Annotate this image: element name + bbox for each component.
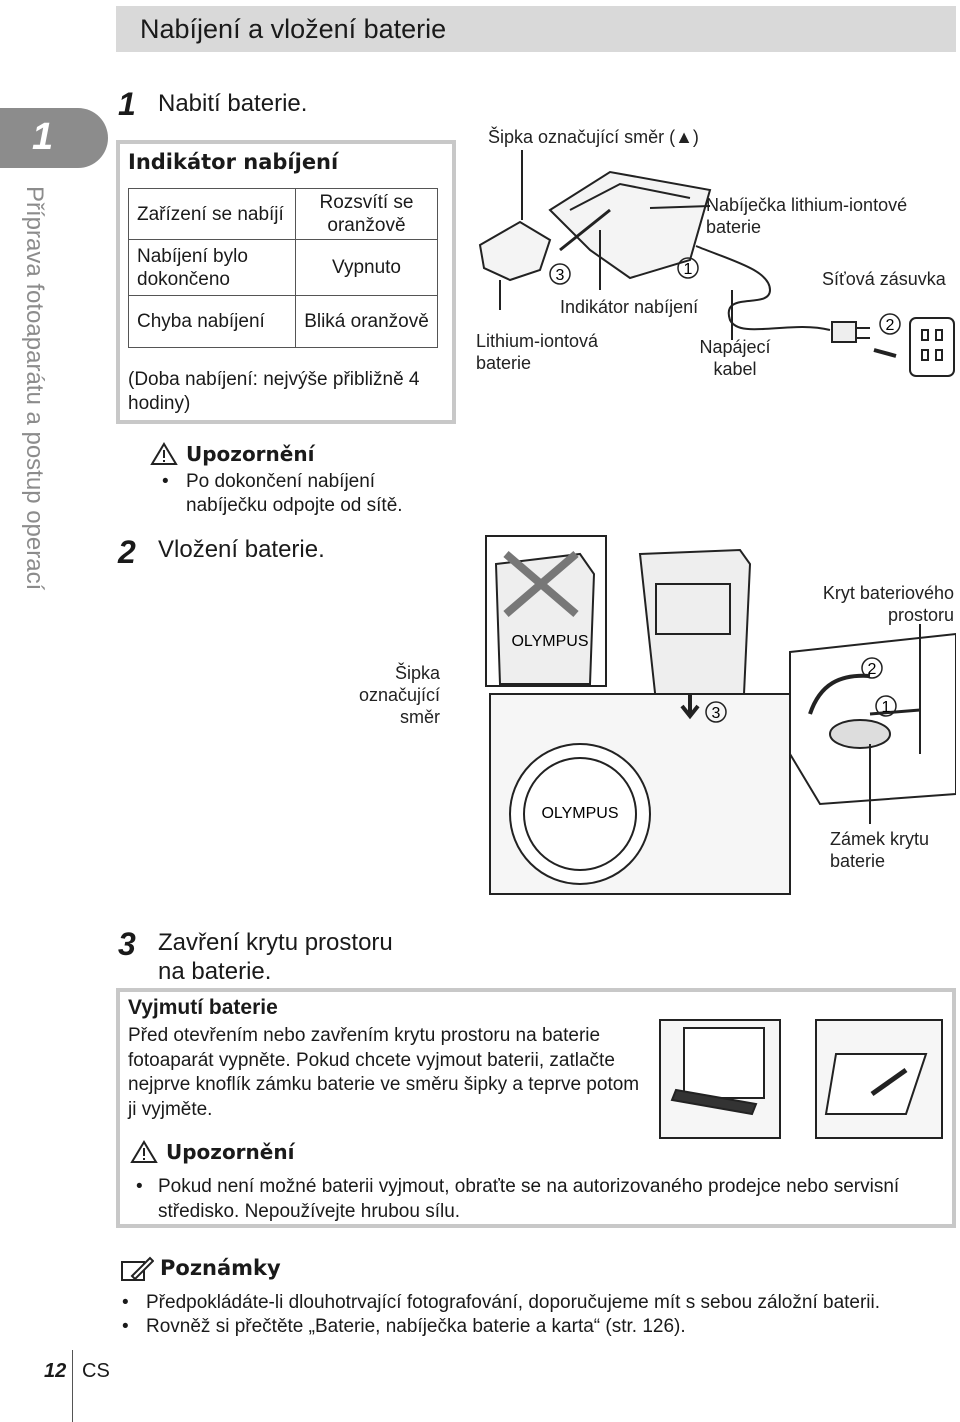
charger-diagram: 3 1 2: [478, 150, 955, 377]
page-language: CS: [82, 1360, 110, 1382]
chapter-side-title-text: Příprava fotoaparátu a postup operací: [21, 186, 48, 591]
removal-text: Před otevřením nebo zavřením krytu prost…: [128, 1025, 640, 1120]
cover-label: Kryt bateriového prostoru: [822, 583, 954, 625]
bullet-dot: •: [136, 1176, 143, 1197]
indicator-box: [116, 140, 456, 424]
brand-logo-text: OLYMPUS: [511, 633, 588, 650]
circle-2-label: 2: [886, 317, 895, 334]
charging-time-note: (Doba nabíjení: nejvýše přibližně 4 hodi…: [128, 369, 420, 414]
step-2-number: 2: [118, 534, 136, 570]
brand-logo-text: OLYMPUS: [541, 805, 618, 822]
note-item: Předpokládáte-li dlouhotrvající fotograf…: [146, 1292, 881, 1313]
header-bar: [116, 6, 956, 52]
removal-title: Vyjmutí baterie: [128, 996, 278, 1019]
bullet-dot: •: [162, 471, 169, 492]
page-number: 12: [44, 1360, 67, 1382]
circle-2-label: 2: [868, 661, 877, 678]
chapter-side-title: Příprava fotoaparátu a postup operací: [20, 186, 70, 666]
circle-3-icon: [549, 263, 571, 285]
note-item: Rovněž si přečtěte „Baterie, nabíječka b…: [146, 1316, 686, 1337]
circle-2-icon: [861, 657, 883, 679]
lock-label: Zámek krytu baterie: [830, 829, 930, 871]
indicator-light: Bliká oranžově: [295, 295, 438, 348]
indicator-state: Zařízení se nabíjí: [128, 188, 296, 240]
table-row: Zařízení se nabíjí Rozsvítí se oranžově: [128, 188, 438, 240]
outlet-label: Síťová zásuvka: [822, 269, 946, 289]
circle-3-label: 3: [556, 267, 565, 284]
circle-1-icon: [875, 695, 897, 717]
caution-text-2: Pokud není možné baterii vyjmout, obraťt…: [158, 1176, 900, 1222]
table-row: Chyba nabíjení Bliká oranžově: [128, 295, 438, 348]
circle-1-icon: [677, 257, 699, 279]
bullet-dot: •: [122, 1316, 129, 1337]
indicator-label: Indikátor nabíjení: [560, 297, 699, 317]
step-2-text: Vložení baterie.: [158, 536, 325, 563]
indicator-light: Rozsvítí se oranžově: [295, 188, 438, 240]
step-3-text: Zavření krytu prostoru na baterie.: [158, 929, 393, 985]
warning-icon: [130, 1140, 158, 1163]
bullet-dot: •: [122, 1292, 129, 1313]
page-title: Nabíjení a vložení baterie: [140, 14, 447, 44]
table-row: Nabíjení bylo dokončeno Vypnuto: [128, 239, 438, 296]
diagram-arrow-label-2: Šipka označující směr: [358, 663, 440, 727]
caution-text: Po dokončení nabíjení nabíječku odpojte …: [186, 471, 403, 516]
circle-3-label: 3: [712, 705, 721, 722]
caution-title-2: Upozornění: [166, 1140, 295, 1164]
charger-label: Nabíječka lithium-iontové baterie: [706, 195, 908, 237]
circle-1-label: 1: [882, 699, 891, 716]
indicator-table: Zařízení se nabíjí Rozsvítí se oranžově …: [128, 188, 438, 348]
cable-label: Napájecí kabel: [699, 337, 771, 379]
warning-icon: [150, 442, 178, 465]
circle-1-label: 1: [684, 261, 693, 278]
indicator-light: Vypnuto: [295, 239, 438, 296]
footer-divider: [72, 1350, 73, 1422]
step-1-number: 1: [118, 86, 136, 122]
removal-box: [116, 988, 956, 1228]
step-3-number: 3: [118, 926, 136, 962]
camera-diagram: OLYMPUS OLYMPUS 3 2 1: [485, 535, 956, 895]
chapter-tab: [0, 108, 108, 168]
circle-2-icon: [879, 313, 901, 335]
battery-label: Lithium-iontová baterie: [476, 331, 599, 373]
step-1-text: Nabití baterie.: [158, 90, 308, 117]
indicator-state: Chyba nabíjení: [128, 295, 296, 348]
circle-3-icon: [705, 701, 727, 723]
pencil-note-icon: [121, 1256, 154, 1281]
indicator-state: Nabíjení bylo dokončeno: [128, 239, 296, 296]
notes-title: Poznámky: [160, 1256, 281, 1280]
caution-title: Upozornění: [186, 442, 315, 466]
diagram-arrow-label: Šipka označující směr (▲): [488, 127, 699, 147]
battery-removal-diagram: [659, 1019, 943, 1139]
chapter-number: 1: [32, 116, 54, 158]
indicator-title: Indikátor nabíjení: [128, 150, 339, 174]
